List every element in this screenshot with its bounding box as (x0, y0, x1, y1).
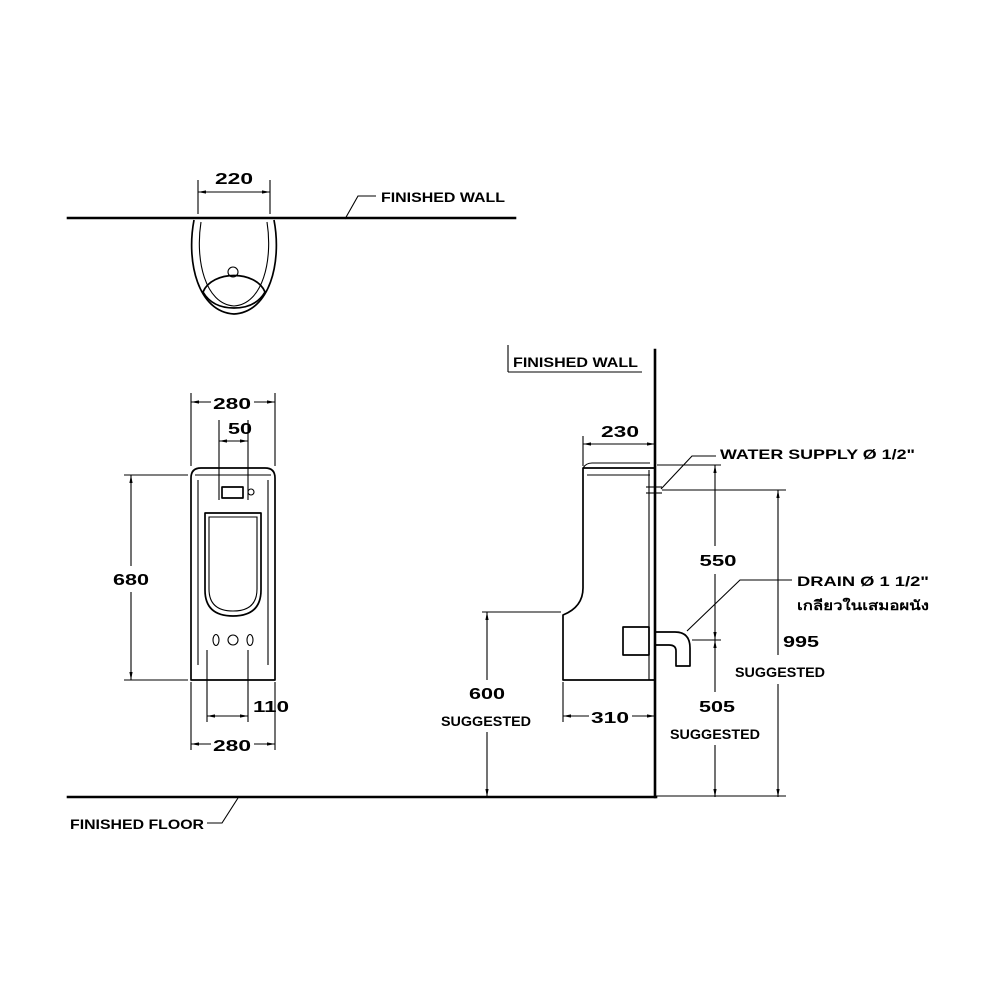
front-top-width-value: 280 (213, 396, 251, 413)
front-urinal-body (190, 467, 276, 681)
front-bottom-width-value: 280 (213, 738, 251, 755)
side-drain-cover (622, 626, 650, 656)
side-drain-leader (686, 579, 792, 632)
side-supply-height-value: 995 (783, 634, 819, 651)
side-water-supply-leader (660, 455, 716, 490)
front-outlet-hole-center (227, 634, 239, 646)
side-rim-height-note: SUGGESTED (441, 714, 531, 729)
front-height-value: 680 (113, 572, 149, 589)
side-finished-wall-label: FINISHED WALL (513, 355, 638, 370)
plan-width-value: 220 (215, 171, 253, 188)
front-outlet-hole-right (246, 633, 254, 647)
side-drain-height-note: SUGGESTED (670, 727, 760, 742)
floor-leader-line (207, 797, 239, 824)
floor: FINISHED FLOOR (66, 795, 658, 832)
front-view: 280 50 680 110 280 (113, 393, 289, 755)
plan-view: 220 FINISHED WALL (66, 171, 517, 315)
plan-finished-wall-label: FINISHED WALL (381, 190, 505, 205)
side-view: FINISHED WALL 230 WATER SUPPLY Ø 1/2" 55… (441, 345, 929, 799)
front-outlet-spacing-value: 110 (253, 699, 289, 716)
plan-wall-leader-line (344, 195, 376, 220)
side-water-supply-label: WATER SUPPLY Ø 1/2" (720, 447, 915, 462)
side-drain-label: DRAIN Ø 1 1/2" (797, 574, 929, 589)
side-depth-value: 230 (601, 424, 639, 441)
side-drain-height-value: 505 (699, 699, 735, 716)
side-base-depth-value: 310 (591, 710, 629, 727)
front-outlet-hole-left (212, 633, 220, 647)
plan-urinal-outline (190, 219, 278, 315)
side-top-cap-edge (582, 462, 650, 469)
front-flush-button (221, 486, 244, 499)
finished-floor-label: FINISHED FLOOR (70, 817, 204, 832)
front-button-spacing-value: 50 (228, 421, 252, 438)
front-sensor-icon (247, 488, 255, 496)
plan-bowl-outline (202, 274, 266, 309)
side-urinal-profile (562, 467, 655, 681)
side-drain-pipe (655, 631, 691, 667)
side-upper-height-value: 550 (700, 553, 737, 570)
side-supply-height-note: SUGGESTED (735, 665, 825, 680)
side-drain-note: เกลียวในเสมอผนัง (797, 597, 929, 613)
plan-urinal-inner-outline (198, 221, 270, 307)
front-bowl-inner-outline (208, 516, 258, 612)
side-rim-height-value: 600 (469, 686, 505, 703)
plan-spreader-circle (227, 266, 239, 278)
front-bowl-opening (204, 512, 262, 617)
